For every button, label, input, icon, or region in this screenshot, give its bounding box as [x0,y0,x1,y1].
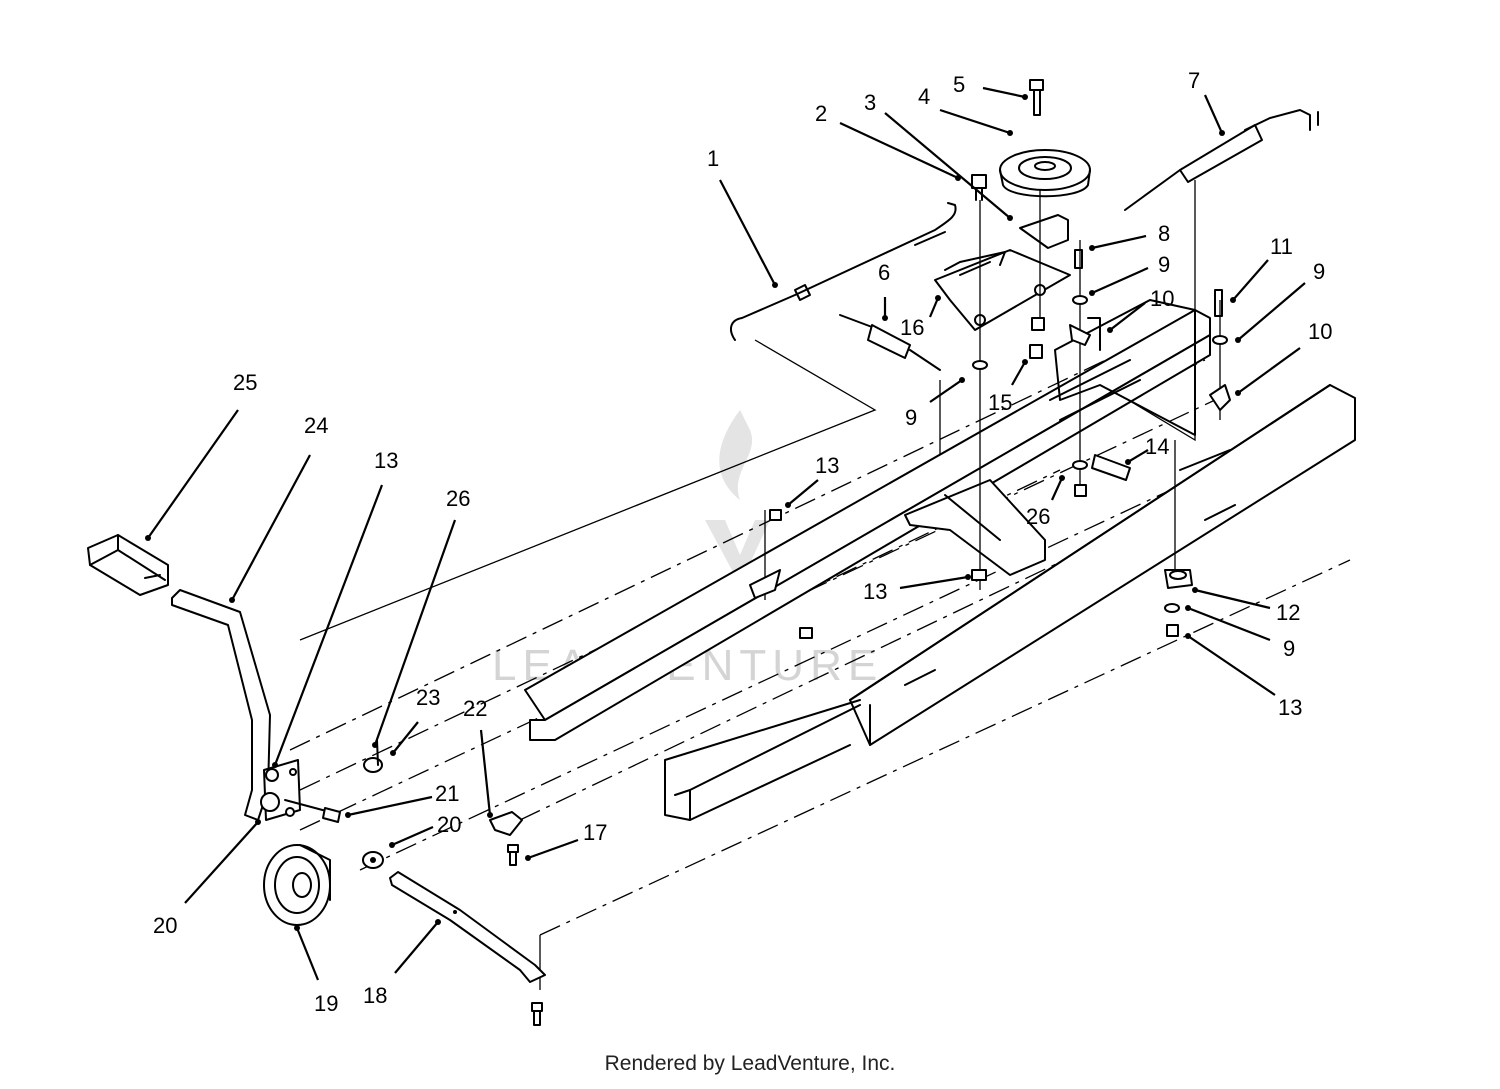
callout-22: 22 [463,696,487,721]
part-25-pedal-pad [87,534,169,596]
callout-14: 14 [1145,434,1169,459]
callout-23: 23 [416,685,440,710]
callout-20-b: 20 [153,913,177,938]
part-17-bolt [507,844,543,1026]
pedal-bracket [260,759,301,821]
callout-7: 7 [1188,68,1200,93]
callout-17: 17 [583,820,607,845]
callout-15: 15 [988,390,1012,415]
callout-13-a: 13 [815,453,839,478]
part-24-pedal-arm [171,589,271,821]
callout-19: 19 [314,991,338,1016]
callout-9-c: 9 [905,405,917,430]
part-16-idler-bracket [934,249,1071,331]
part-21-bolt [284,799,341,823]
callout-24: 24 [304,413,328,438]
part-4-pulley [999,149,1091,198]
callout-26-a: 26 [1026,504,1050,529]
callout-4: 4 [918,84,930,109]
callout-25: 25 [233,370,257,395]
callout-3: 3 [864,90,876,115]
callout-10-b: 10 [1308,319,1332,344]
callout-5: 5 [953,72,965,97]
callout-8: 8 [1158,221,1170,246]
part-5-bolt [1029,79,1044,116]
callout-13-c: 13 [1278,695,1302,720]
callout-2: 2 [815,101,827,126]
callout-21: 21 [435,781,459,806]
callout-1: 1 [707,146,719,171]
callout-20-a: 20 [437,812,461,837]
callout-12: 12 [1276,600,1300,625]
part-6-link [839,314,941,371]
leader-lines [145,86,1306,981]
part-18-rod [389,871,546,983]
part-20-washer [362,851,384,869]
frame-rail-left [524,309,1211,741]
hardware-stacks [749,190,1231,639]
part-19-pulley [263,844,331,926]
callout-9-d: 9 [1283,636,1295,661]
callout-13-b: 13 [863,579,887,604]
callout-26-b: 26 [446,486,470,511]
callout-9-a: 9 [1158,252,1170,277]
callout-6: 6 [878,260,890,285]
frame-rail-right [664,384,1356,821]
callout-11: 11 [1270,234,1293,259]
callout-16: 16 [900,315,924,340]
callout-9-b: 9 [1313,259,1325,284]
callout-10-a: 10 [1150,286,1174,311]
cross-bracket [904,299,1196,576]
part-3-bracket [1019,214,1069,249]
part-1-rod [729,202,957,341]
part-22-clip [489,811,523,836]
part-7-spring [1124,109,1319,211]
footer-credit: Rendered by LeadVenture, Inc. [604,1052,896,1075]
callout-13-d: 13 [374,448,398,473]
callout-18: 18 [363,983,387,1008]
callout-labels: 1 2 3 4 5 7 6 8 9 10 11 9 10 16 15 9 14 … [153,68,1332,1016]
